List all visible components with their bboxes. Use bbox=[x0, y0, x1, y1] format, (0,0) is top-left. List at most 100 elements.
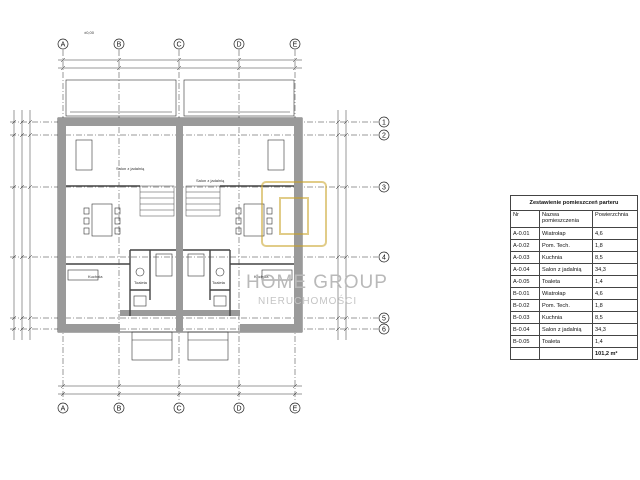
grid-axis-line bbox=[116, 65, 122, 71]
grid-axis-line bbox=[27, 184, 33, 190]
dimension-lines bbox=[11, 57, 349, 397]
label-kitchen-left: Kuchnia bbox=[88, 274, 103, 279]
staircases bbox=[139, 185, 221, 217]
grid-axis-line bbox=[19, 132, 25, 138]
room-name: Salon z jadalnią bbox=[539, 323, 593, 336]
outer-walls bbox=[57, 117, 303, 333]
grid-bubble-label: C bbox=[176, 42, 181, 49]
grid-bubble-right: 6 bbox=[378, 323, 390, 335]
grid-bubble-right: 5 bbox=[378, 312, 390, 324]
grid-bubble-right: 2 bbox=[378, 129, 390, 141]
grid-bubble-bottom: D bbox=[233, 402, 245, 414]
grid-axis-line bbox=[343, 326, 349, 332]
grid-axis-line bbox=[116, 391, 122, 397]
grid-axis-line bbox=[236, 57, 242, 63]
grid-axis-line bbox=[292, 57, 298, 63]
grid-bubble-label: E bbox=[293, 42, 298, 49]
grid-axis-line bbox=[11, 254, 17, 260]
label-wc-right: Toaleta bbox=[212, 280, 226, 285]
watermark-sub: NIERUCHOMOŚCI bbox=[258, 294, 357, 307]
room-name: Salon z jadalnią bbox=[539, 263, 593, 276]
furniture bbox=[67, 139, 293, 307]
grid-bubble-top: A bbox=[57, 38, 69, 50]
grid-bubble-bottom: B bbox=[113, 402, 125, 414]
grid-bubble-top: D bbox=[233, 38, 245, 50]
label-salon-right: Salon z jadalnią bbox=[196, 178, 225, 183]
room-number: B-0.03 bbox=[510, 311, 540, 324]
grid-bubble-label: A bbox=[61, 406, 66, 413]
grid-axis-line bbox=[335, 119, 341, 125]
grid-bubble-bottom: C bbox=[173, 402, 185, 414]
room-name: Toaleta bbox=[539, 275, 593, 288]
schedule-total: 101,2 m² bbox=[592, 347, 638, 360]
room-area: 34,3 bbox=[592, 263, 638, 276]
grid-axis-line bbox=[116, 57, 122, 63]
entrance-steps bbox=[131, 331, 229, 361]
grid-axis-line bbox=[60, 391, 66, 397]
grid-axis-line bbox=[60, 383, 66, 389]
room-labels: Salon z jadalnią Salon z jadalnią Kuchni… bbox=[84, 30, 269, 285]
grid-axis-line bbox=[11, 315, 17, 321]
grid-bubble-label: D bbox=[236, 42, 241, 49]
schedule-title: Zestawienie pomieszczeń parteru bbox=[510, 195, 638, 211]
grid-bubbles: A A B B C C D D E E 1 2 3 4 5 6 bbox=[57, 38, 390, 414]
grid-axis-line bbox=[19, 119, 25, 125]
room-number: A-0.05 bbox=[510, 275, 540, 288]
grid-axis-line bbox=[60, 57, 66, 63]
room-area: 4,6 bbox=[592, 287, 638, 300]
room-area: 1,8 bbox=[592, 299, 638, 312]
terraces bbox=[65, 79, 295, 117]
room-name: Toaleta bbox=[539, 335, 593, 348]
grid-bubble-label: B bbox=[117, 42, 122, 49]
grid-bubble-label: 6 bbox=[382, 327, 386, 334]
grid-axis-line bbox=[19, 254, 25, 260]
room-name: Pom. Tech. bbox=[539, 299, 593, 312]
label-salon-left: Salon z jadalnią bbox=[116, 166, 145, 171]
grid-axis-line bbox=[335, 315, 341, 321]
dining-tables bbox=[83, 203, 273, 237]
grid-axis-line bbox=[236, 383, 242, 389]
schedule-total-empty-1 bbox=[510, 347, 540, 360]
room-number: A-0.01 bbox=[510, 227, 540, 240]
grid-axis-line bbox=[343, 315, 349, 321]
room-schedule-table: Zestawienie pomieszczeń parteru Nr Nazwa… bbox=[510, 195, 638, 360]
grid-bubble-label: 5 bbox=[382, 316, 386, 323]
interior-walls bbox=[66, 185, 294, 316]
grid-bubble-label: 4 bbox=[382, 255, 386, 262]
room-number: B-0.04 bbox=[510, 323, 540, 336]
grid-axis-line bbox=[19, 315, 25, 321]
grid-bubble-top: B bbox=[113, 38, 125, 50]
room-area: 4,6 bbox=[592, 227, 638, 240]
grid-bubble-right: 3 bbox=[378, 181, 390, 193]
room-number: B-0.02 bbox=[510, 299, 540, 312]
room-name: Wiatrołap bbox=[539, 227, 593, 240]
watermark-name: HOME GROUP bbox=[246, 272, 388, 293]
room-area: 1,4 bbox=[592, 275, 638, 288]
grid-bubble-label: A bbox=[61, 42, 66, 49]
grid-axis-line bbox=[292, 391, 298, 397]
room-area: 8,5 bbox=[592, 311, 638, 324]
grid-bubble-bottom: E bbox=[289, 402, 301, 414]
grid-axis-line bbox=[27, 254, 33, 260]
grid-axis-line bbox=[343, 119, 349, 125]
room-number: A-0.02 bbox=[510, 239, 540, 252]
schedule-header-nr: Nr bbox=[510, 210, 540, 228]
grid-axis-line bbox=[60, 65, 66, 71]
grid-axis-line bbox=[116, 383, 122, 389]
room-area: 1,8 bbox=[592, 239, 638, 252]
label-wc-left: Toaleta bbox=[134, 280, 148, 285]
room-number: A-0.04 bbox=[510, 263, 540, 276]
grid-axis-line bbox=[176, 65, 182, 71]
grid-axis-line bbox=[236, 65, 242, 71]
grid-bubble-top: C bbox=[173, 38, 185, 50]
grid-axis-line bbox=[292, 65, 298, 71]
grid-bubble-label: 1 bbox=[382, 120, 386, 127]
